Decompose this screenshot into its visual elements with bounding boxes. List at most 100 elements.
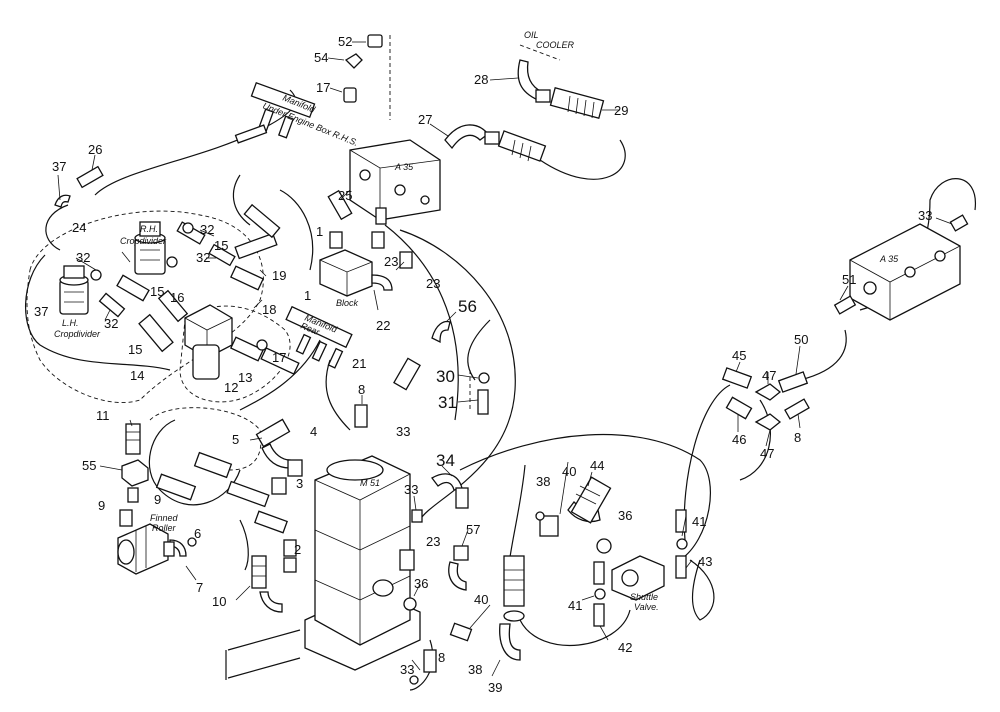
- finned-caption-1: Finned: [150, 513, 179, 523]
- part-number: 32: [200, 222, 214, 237]
- hose-end-8-centre: [354, 395, 368, 428]
- finned-caption-2: Roller: [152, 523, 177, 533]
- part-number: 4: [310, 424, 317, 439]
- rear-manifold-21: [285, 305, 353, 369]
- part-number: 38: [468, 662, 482, 677]
- part-number: 21: [352, 356, 366, 371]
- part-number: 42: [618, 640, 632, 655]
- frame-outline: [225, 629, 301, 680]
- block-caption: Block: [336, 298, 359, 308]
- part-number: 33: [918, 208, 932, 223]
- part-number: 6: [194, 526, 201, 541]
- valve-block-a35-top: A 35: [349, 139, 441, 221]
- part-number: 26: [88, 142, 102, 157]
- part-number: 17: [316, 80, 330, 95]
- part-number: 37: [52, 159, 66, 174]
- part-number: 23: [384, 254, 398, 269]
- part-number: 9: [98, 498, 105, 513]
- part-number: 36: [618, 508, 632, 523]
- hose-end-26: [76, 154, 104, 189]
- part-number: 34: [436, 451, 455, 470]
- part-number: 7: [196, 580, 203, 595]
- oil-cooler-caption-1: OIL: [524, 30, 539, 40]
- part-number: 41: [692, 514, 706, 529]
- part-number: 19: [272, 268, 286, 283]
- part-number: 55: [82, 458, 96, 473]
- dashed-group-outlines: [26, 35, 561, 471]
- part-number: 9: [154, 492, 161, 507]
- right-tees: [721, 367, 810, 431]
- part-number: 57: [466, 522, 480, 537]
- part-number: 15: [214, 238, 228, 253]
- manifold-under-engine-box: [234, 81, 316, 144]
- pump-m51: M 51: [304, 455, 421, 671]
- filter-12: [184, 304, 233, 380]
- part-number: 44: [590, 458, 604, 473]
- part-number: 56: [458, 297, 477, 316]
- part-number: 5: [232, 432, 239, 447]
- part-number: 1: [316, 224, 323, 239]
- part-number: 3: [296, 476, 303, 491]
- part-number: 54: [314, 50, 328, 65]
- pump-label: M 51: [360, 478, 380, 488]
- hose-end-near-56: [393, 357, 421, 391]
- oil-cooler-caption-2: COOLER: [536, 40, 575, 50]
- fitting-54: [327, 53, 363, 69]
- lh-cropdivider: [59, 265, 89, 315]
- part-number: 10: [212, 594, 226, 609]
- hose-lines: [24, 89, 976, 691]
- part-number: 32: [196, 250, 210, 265]
- hose-13-17: [230, 336, 300, 375]
- part-number: 38: [536, 474, 550, 489]
- part-number: 43: [698, 554, 712, 569]
- part-number: 11: [96, 408, 110, 423]
- part-number: 18: [262, 302, 276, 317]
- part-number: 17: [272, 350, 286, 365]
- rh-caption-2: Cropdivider: [120, 236, 167, 246]
- fitting-17-top: [329, 87, 357, 103]
- part-number: 40: [474, 592, 488, 607]
- part-number: 27: [418, 112, 432, 127]
- part-number: 41: [568, 598, 582, 613]
- part-number: 39: [488, 680, 502, 695]
- shuttle-caption-2: Valve.: [634, 602, 659, 612]
- elbow-37-top: [54, 174, 71, 208]
- part-number: 15: [128, 342, 142, 357]
- part-number: 32: [104, 316, 118, 331]
- valve-a35-right-label: A 35: [879, 254, 899, 264]
- part-number: 37: [34, 304, 48, 319]
- part-number: 8: [358, 382, 365, 397]
- hose-end-27b: [497, 130, 547, 162]
- part-number: 47: [762, 368, 776, 383]
- part-number: 13: [238, 370, 252, 385]
- fitting-52: [352, 34, 383, 48]
- valve-a35-top-label: A 35: [394, 162, 414, 172]
- centre-hose-ends: [193, 418, 303, 573]
- part-number: 45: [732, 348, 746, 363]
- part-number: 22: [376, 318, 390, 333]
- part-number: 14: [130, 368, 144, 383]
- shuttle-caption-1: Shuttle: [630, 592, 658, 602]
- oil-cooler-elbow-28: [489, 59, 551, 103]
- fitting-30-31: [457, 370, 490, 415]
- part-number: 15: [150, 284, 164, 299]
- elbow-27: [429, 123, 500, 150]
- pump-right-fittings: [399, 473, 469, 685]
- part-number: 47: [760, 446, 774, 461]
- left-lower-fittings: [119, 423, 283, 613]
- part-number: 32: [76, 250, 90, 265]
- part-number: 50: [794, 332, 808, 347]
- part-number: 25: [338, 188, 352, 203]
- part-numbers: 52 54 17 28 29 27 26 37 25 24 32 32 32 3…: [34, 34, 932, 695]
- lh-caption-2: Cropdivider: [54, 329, 101, 339]
- part-number: 2: [294, 542, 301, 557]
- part-number: 33: [400, 662, 414, 677]
- junction-block: [319, 189, 413, 297]
- hose-end-29: [549, 87, 620, 119]
- part-number: 33: [404, 482, 418, 497]
- rh-caption-1: R.H.: [140, 224, 158, 234]
- cropdivider-hose-ends: [90, 203, 281, 353]
- part-number: 30: [436, 367, 455, 386]
- part-number: 29: [614, 103, 628, 118]
